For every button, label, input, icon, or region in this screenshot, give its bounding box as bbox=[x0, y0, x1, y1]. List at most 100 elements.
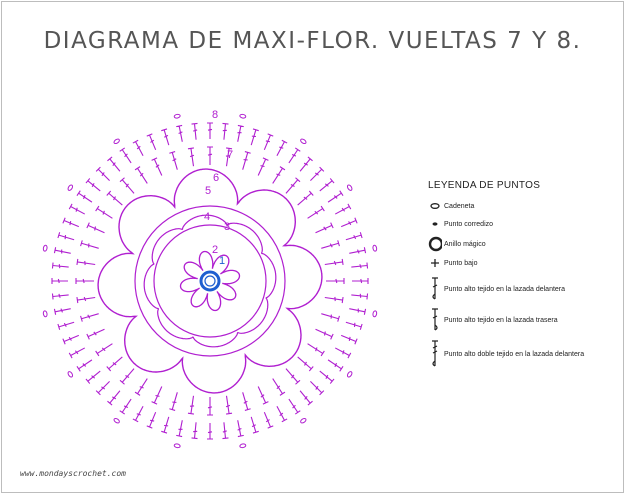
round-7-stitch bbox=[169, 392, 178, 411]
stitch-stroke bbox=[276, 405, 288, 423]
round-number-label: 2 bbox=[212, 244, 218, 256]
stitch-stroke bbox=[187, 395, 195, 415]
treble-back-icon bbox=[428, 308, 442, 332]
round-8-chain bbox=[300, 417, 307, 424]
stitch-stroke bbox=[119, 147, 132, 164]
round-number-label: 5 bbox=[205, 185, 211, 197]
stitch-stroke bbox=[351, 262, 369, 269]
stitch-stroke bbox=[349, 247, 367, 254]
round-8-stitch bbox=[334, 347, 352, 359]
round-8-stitch bbox=[53, 247, 71, 254]
stitch-stroke bbox=[326, 278, 345, 284]
stitch-stroke bbox=[75, 278, 94, 284]
round-7-stitch bbox=[272, 166, 286, 184]
round-7-stitch bbox=[297, 190, 314, 206]
stitch-stroke bbox=[250, 128, 259, 146]
round-8-stitch bbox=[207, 423, 213, 440]
stitch-stroke bbox=[250, 416, 259, 434]
stitch-stroke bbox=[276, 139, 288, 157]
round-7-stitch bbox=[307, 205, 325, 219]
magic-ring bbox=[199, 270, 221, 292]
stitch-stroke bbox=[222, 422, 229, 440]
diagram-rings bbox=[97, 168, 323, 394]
round-8-stitch bbox=[345, 232, 363, 241]
round-8-chain bbox=[300, 138, 307, 145]
round-7-stitch bbox=[326, 278, 345, 284]
round-7-stitch bbox=[169, 151, 178, 170]
chain-icon bbox=[428, 202, 442, 210]
stitch-stroke bbox=[207, 146, 213, 165]
stitch-stroke bbox=[161, 128, 170, 146]
stitch-stroke bbox=[146, 133, 157, 151]
round-7-stitch bbox=[76, 296, 96, 304]
stitch-stroke bbox=[134, 166, 148, 184]
round-7-stitch bbox=[242, 392, 251, 411]
stitch-stroke bbox=[307, 343, 325, 357]
round-8-chain bbox=[67, 371, 74, 378]
round-4-ring bbox=[134, 205, 286, 357]
round-8-stitch bbox=[176, 420, 183, 438]
stitch-stroke bbox=[345, 232, 363, 241]
round-8-chain bbox=[173, 113, 181, 119]
stitch-stroke bbox=[57, 232, 75, 241]
stitch-stroke bbox=[68, 347, 86, 359]
stitch-stroke bbox=[319, 370, 335, 384]
stitch-stroke bbox=[151, 386, 163, 405]
round-7-stitch bbox=[80, 240, 99, 249]
round-8-stitch bbox=[207, 122, 213, 139]
round-8-chain bbox=[372, 244, 378, 252]
round-8-stitch bbox=[237, 124, 244, 142]
round-8-chain bbox=[173, 443, 181, 449]
legend-label: Punto corredizo bbox=[444, 220, 494, 228]
stitch-stroke bbox=[176, 420, 183, 438]
legend-item-single-crochet: Punto bajo bbox=[428, 258, 477, 268]
round-8-stitch bbox=[349, 247, 367, 254]
round-7-stitch bbox=[86, 328, 105, 340]
legend-title: LEYENDA DE PUNTOS bbox=[428, 180, 541, 191]
round-7-stitch bbox=[285, 368, 301, 385]
stitch-stroke bbox=[272, 378, 286, 396]
round-8-stitch bbox=[119, 398, 132, 415]
stitch-stroke bbox=[334, 203, 352, 215]
stitch-stroke bbox=[345, 321, 363, 330]
stitch-stroke bbox=[297, 356, 314, 372]
round-8-chain bbox=[42, 310, 48, 318]
stitch-stroke bbox=[169, 392, 178, 411]
stitch-stroke bbox=[51, 278, 68, 284]
round-8-stitch bbox=[288, 398, 301, 415]
round-8-stitch bbox=[310, 166, 325, 181]
round-8-stitch bbox=[288, 147, 301, 164]
round-8-stitch bbox=[146, 133, 157, 151]
stitch-stroke bbox=[340, 334, 358, 345]
round-2-ring bbox=[153, 224, 267, 338]
stitch-stroke bbox=[68, 203, 86, 215]
stitch-stroke bbox=[324, 296, 344, 304]
round-8-stitch bbox=[319, 178, 335, 192]
round-8-stitch bbox=[95, 166, 110, 181]
magic-ring-icon bbox=[428, 236, 442, 252]
round-8-stitch bbox=[250, 416, 259, 434]
stitch-stroke bbox=[242, 151, 251, 170]
round-8-chain bbox=[42, 244, 48, 252]
round-8-chain bbox=[346, 184, 353, 191]
legend-label: Punto alto tejido en la lazada trasera bbox=[444, 316, 558, 324]
round-8-chain bbox=[346, 371, 353, 378]
stitch-stroke bbox=[86, 328, 105, 340]
stitch-stroke bbox=[225, 147, 233, 167]
stitch-stroke bbox=[132, 139, 144, 157]
round-8-stitch bbox=[334, 203, 352, 215]
stitch-stroke bbox=[191, 422, 198, 440]
round-7-stitch bbox=[134, 166, 148, 184]
round-8-stitch bbox=[349, 308, 367, 315]
footer-url: www.mondayscrochet.com bbox=[20, 469, 126, 478]
stitch-stroke bbox=[237, 420, 244, 438]
stitch-stroke bbox=[207, 423, 213, 440]
stitch-stroke bbox=[53, 308, 71, 315]
double-treble-front-icon bbox=[428, 340, 442, 368]
stitch-stroke bbox=[285, 177, 301, 194]
round-8-stitch bbox=[51, 278, 68, 284]
stitch-stroke bbox=[263, 133, 274, 151]
stitch-stroke bbox=[324, 258, 344, 266]
stitch-stroke bbox=[106, 190, 123, 206]
